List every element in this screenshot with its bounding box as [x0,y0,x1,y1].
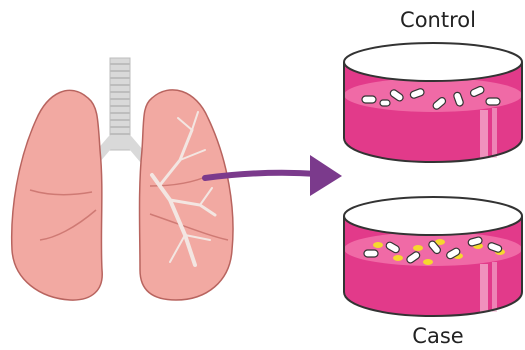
petri-dish-control [344,43,522,162]
lungs-illustration [12,58,233,300]
case-label: Case [358,324,518,348]
petri-dish-case [344,197,522,316]
right-lung [140,90,234,300]
control-label: Control [358,8,518,32]
